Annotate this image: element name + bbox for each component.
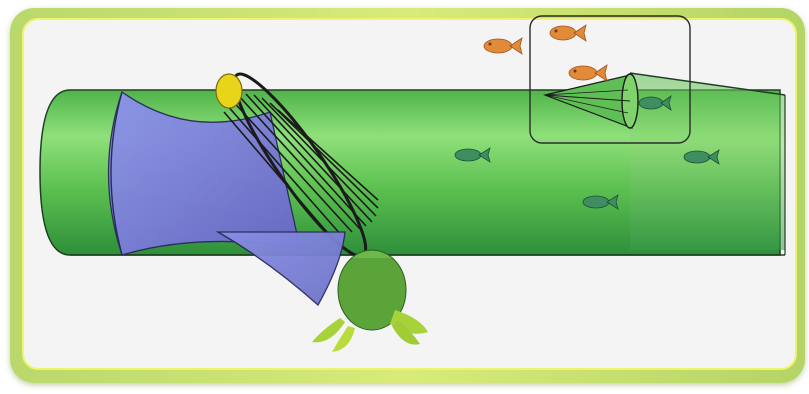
- fish-icon: [484, 38, 522, 54]
- float-buoy: [216, 74, 242, 108]
- fish-icon: [550, 25, 586, 41]
- fish-icon: [569, 65, 607, 81]
- escape-flap: [218, 232, 345, 305]
- fish-outside-group: [484, 25, 607, 81]
